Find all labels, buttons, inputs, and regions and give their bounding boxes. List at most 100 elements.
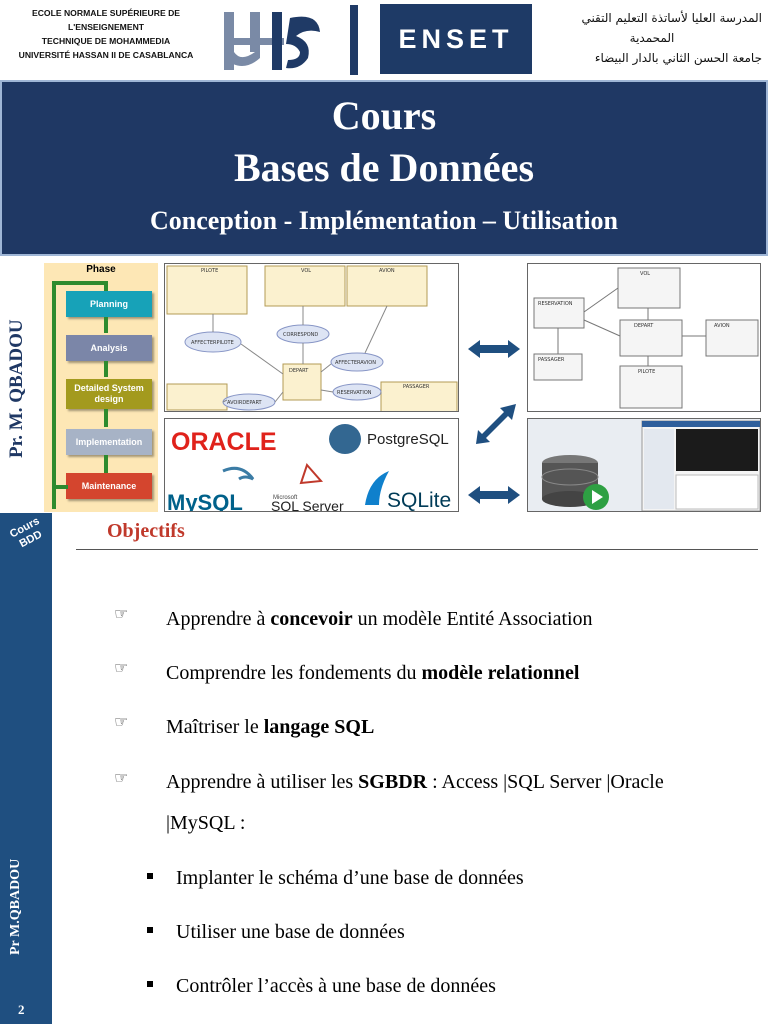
phase-connector	[104, 455, 108, 473]
phase-planning: Planning	[66, 291, 152, 317]
school-line-ar: المدرسة العليا لأساتذة التعليم التقني	[581, 11, 762, 25]
university-logo	[224, 12, 320, 70]
professor-name-vertical: Pr. M. QBADOU	[6, 319, 27, 459]
relational-diagram: VOL RESERVATION DEPART AVION PASSAGER PI…	[527, 263, 761, 412]
sqlserver-icon	[299, 463, 324, 485]
school-line-ar: جامعة الحسن الثاني بالدار البيضاء	[594, 51, 762, 65]
pointing-hand-icon: ☞	[114, 604, 129, 623]
enset-logo: ENSET	[380, 4, 532, 74]
pointing-hand-icon: ☞	[114, 712, 129, 731]
postgresql-logo: PostgreSQL	[367, 431, 449, 448]
postgresql-elephant-icon	[329, 424, 361, 454]
double-arrow-icon	[468, 486, 520, 504]
double-arrow-icon	[468, 340, 520, 358]
objective-keyword: langage SQL	[263, 716, 375, 738]
rel-table-label: AVION	[714, 323, 730, 329]
objective-text: Comprendre les fondements du	[166, 662, 422, 684]
phase-connector	[104, 317, 108, 333]
objective-item: Apprendre à utiliser les SGBDR : Access …	[166, 765, 664, 799]
mysql-logo: MySQL	[167, 490, 243, 512]
phase-analysis: Analysis	[66, 335, 152, 361]
objective-item-continuation: |MySQL :	[166, 812, 246, 834]
objective-item: Comprendre les fondements du modèle rela…	[166, 656, 579, 690]
rel-table-label: PASSAGER	[538, 357, 565, 363]
sqlserver-logo: SQL Server	[271, 498, 344, 512]
sidebar-author: Pr M.QBADOU	[8, 858, 23, 956]
phase-implementation: Implementation	[66, 429, 152, 455]
objective-text: Maîtriser le	[166, 716, 264, 738]
play-triangle	[592, 490, 603, 504]
sidebar-course-label: Cours BDD	[1, 511, 56, 556]
objective-text: Apprendre à	[166, 608, 271, 630]
ea-association-label: CORRESPOND	[283, 332, 318, 338]
square-bullet-icon	[147, 927, 153, 933]
ea-entity-label: AVION	[379, 268, 395, 274]
sqlserver-microsoft: Microsoft	[273, 495, 298, 501]
phase-connector	[52, 485, 68, 489]
ea-entity-label: PILOTE	[201, 268, 218, 274]
page-number: 2	[18, 1002, 25, 1017]
mysql-dolphin-icon	[222, 466, 255, 481]
phase-maintenance: Maintenance	[66, 473, 152, 499]
objective-text: Apprendre à utiliser les	[166, 771, 359, 793]
dbms-logos: ORACLE PostgreSQL MySQL Microsoft SQL Se…	[164, 418, 459, 512]
objective-text: un modèle Entité Association	[352, 608, 593, 630]
phase-connector	[52, 281, 108, 285]
objective-keyword: concevoir	[270, 608, 353, 630]
rel-table-label: RESERVATION	[538, 301, 573, 307]
ea-association-label: AVOIRDEPART	[227, 400, 263, 406]
header: ECOLE NORMALE SUPÉRIEURE DE L'ENSEIGNEME…	[0, 0, 768, 80]
ea-association-label: AFFECTERPILOTE	[191, 340, 234, 346]
rel-table-label: PILOTE	[638, 369, 655, 375]
diagonal-double-arrow-icon	[476, 404, 516, 444]
sqlite-logo: SQLite	[387, 489, 451, 512]
school-name-fr: ECOLE NORMALE SUPÉRIEURE DE L'ENSEIGNEME…	[0, 6, 212, 62]
pointing-hand-icon: ☞	[114, 658, 129, 677]
sql-object-explorer	[644, 429, 674, 509]
objective-item: Maîtriser le langage SQL	[166, 710, 374, 744]
objectifs-title: Objectifs	[107, 520, 185, 542]
course-subject: Bases de Données	[233, 145, 535, 190]
ea-entity-label: PASSAGER	[403, 384, 430, 390]
school-line: L'ENSEIGNEMENT	[67, 22, 145, 32]
school-line: TECHNIQUE DE MOHAMMEDIA	[41, 36, 171, 46]
ea-entity-label: DEPART	[289, 368, 309, 374]
phase-detailed-design: Detailed System design	[66, 379, 152, 409]
rel-table-label: DEPART	[634, 323, 654, 329]
database-screenshot-svg	[541, 420, 760, 511]
ea-association-label: AFFECTERAVION	[335, 360, 376, 366]
phase-connector	[52, 281, 56, 509]
phase-connector	[104, 361, 108, 377]
sql-editor-titlebar	[642, 421, 760, 427]
school-name-ar: المدرسة العليا لأساتذة التعليم التقني ال…	[542, 8, 762, 68]
school-line-ar: المحمدية	[629, 31, 675, 45]
ea-diagram-svg: PILOTE VOL AVION DEPART PASSAGER AFFECTE…	[166, 265, 458, 411]
objective-keyword: modèle relationnel	[421, 662, 580, 684]
square-bullet-icon	[147, 981, 153, 987]
sub-objective-item: Contrôler l’accès à une base de données	[176, 975, 496, 997]
course-subtitle: Conception - Implémentation – Utilisatio…	[150, 206, 618, 235]
school-line: ECOLE NORMALE SUPÉRIEURE DE	[31, 8, 181, 18]
phase-connector	[104, 409, 108, 427]
phase-title: Phase	[86, 264, 116, 275]
ea-entity-label: VOL	[301, 268, 311, 274]
relational-diagram-svg: VOL RESERVATION DEPART AVION PASSAGER PI…	[533, 267, 759, 409]
sub-objective-item: Implanter le schéma d’une base de donnée…	[176, 867, 524, 889]
objectifs-divider	[76, 549, 758, 550]
title-banner: Cours Bases de Données Conception - Impl…	[0, 80, 768, 256]
sql-query-pane	[676, 429, 758, 471]
objective-keyword: SGBDR	[358, 771, 428, 793]
pointing-hand-icon: ☞	[114, 768, 129, 787]
logo-divider	[350, 5, 358, 75]
phase-connector	[104, 281, 108, 293]
objective-item: Apprendre à concevoir un modèle Entité A…	[166, 602, 593, 636]
oracle-logo: ORACLE	[171, 428, 277, 456]
ea-association-label: RESERVATION	[337, 390, 372, 396]
square-bullet-icon	[147, 873, 153, 879]
database-screenshot	[527, 418, 761, 512]
ea-diagram: PILOTE VOL AVION DEPART PASSAGER AFFECTE…	[164, 263, 459, 412]
school-line: UNIVERSITÉ HASSAN II DE CASABLANCA	[18, 50, 194, 60]
sqlite-feather-icon	[365, 471, 389, 505]
rel-table-label: VOL	[640, 271, 650, 277]
dbms-logos-svg: ORACLE PostgreSQL MySQL Microsoft SQL Se…	[167, 424, 451, 512]
